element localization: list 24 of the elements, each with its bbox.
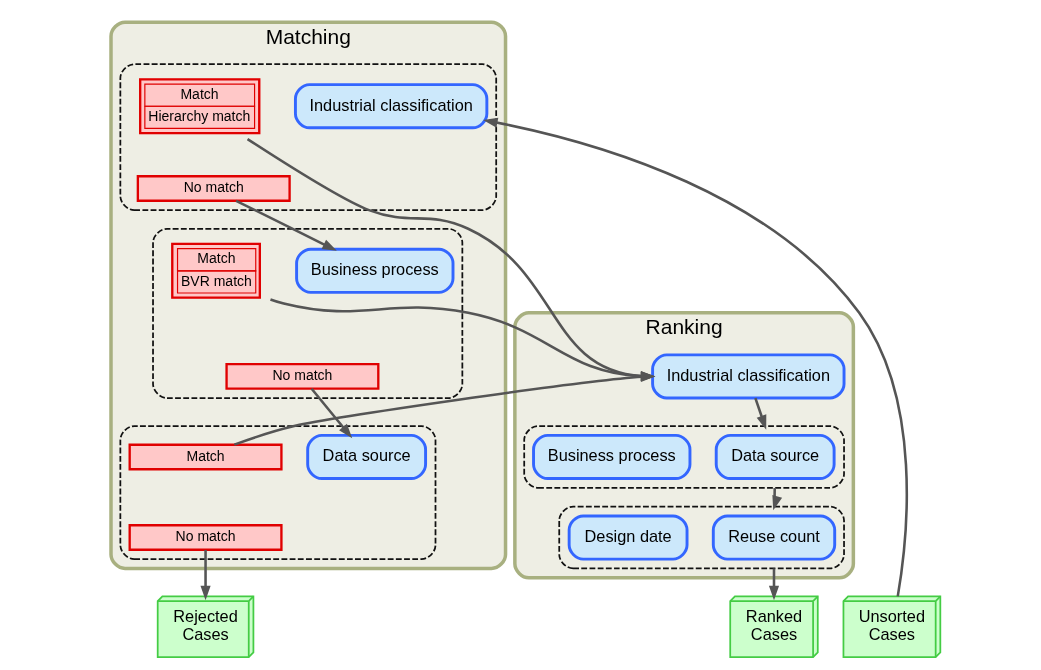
arrow — [482, 117, 908, 597]
arrow — [235, 199, 337, 251]
node-box: No match — [224, 363, 379, 390]
arrow — [771, 487, 782, 511]
arrow — [200, 550, 211, 601]
cluster — [151, 227, 463, 399]
node-box: No match — [136, 175, 291, 202]
node-box: Design date — [567, 514, 688, 561]
node-box: Data source — [714, 433, 836, 481]
node-box: Business process — [531, 433, 691, 481]
arrow — [310, 388, 352, 439]
cluster — [522, 425, 845, 489]
cluster — [557, 505, 845, 570]
node-box: Reuse count — [711, 514, 836, 561]
arrow — [768, 568, 779, 601]
node-box: Business process — [294, 247, 454, 294]
node-box: Data source — [305, 433, 427, 481]
node-box: Industrial classification — [293, 83, 488, 130]
arrow — [753, 397, 766, 430]
node-box: Industrial classification — [650, 353, 845, 400]
arrow — [269, 298, 655, 382]
node-box: No match — [128, 524, 283, 551]
node-box: Match — [128, 443, 283, 471]
arrow — [246, 138, 655, 382]
